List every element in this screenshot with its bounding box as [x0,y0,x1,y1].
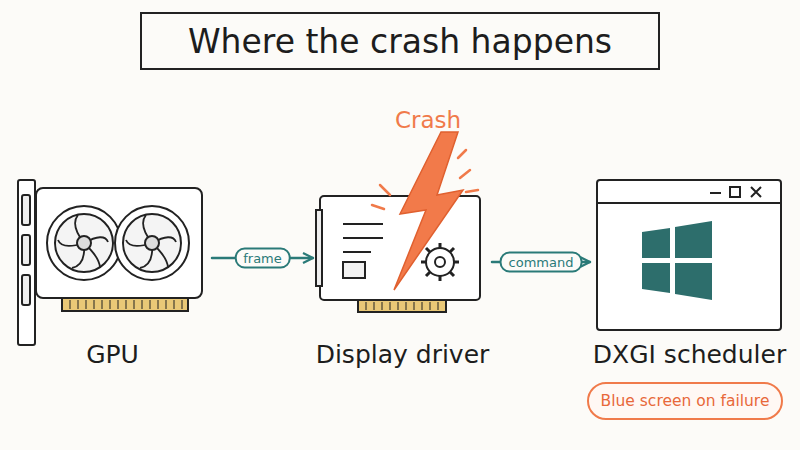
driver-card [316,196,480,312]
gpu-node: GPU [15,170,210,375]
edge-label: frame [234,248,291,269]
os-window [597,180,781,330]
node-label: Display driver [316,340,490,375]
node-label: GPU [86,340,139,375]
windows-logo [642,221,712,300]
crash-bolt [372,132,478,290]
node-label: DXGI scheduler [593,340,786,375]
scheduler-node: DXGI scheduler [592,170,787,375]
gpu-card [18,180,202,345]
driver-node: Display driver [315,170,490,375]
failure-badge: Blue screen on failure [587,382,783,420]
title: Where the crash happens [188,22,612,61]
crash-label: Crash [395,107,461,133]
title-box: Where the crash happens [140,12,660,70]
node-label: Blue screen on failure [601,392,770,410]
edge-label: command [500,252,583,273]
